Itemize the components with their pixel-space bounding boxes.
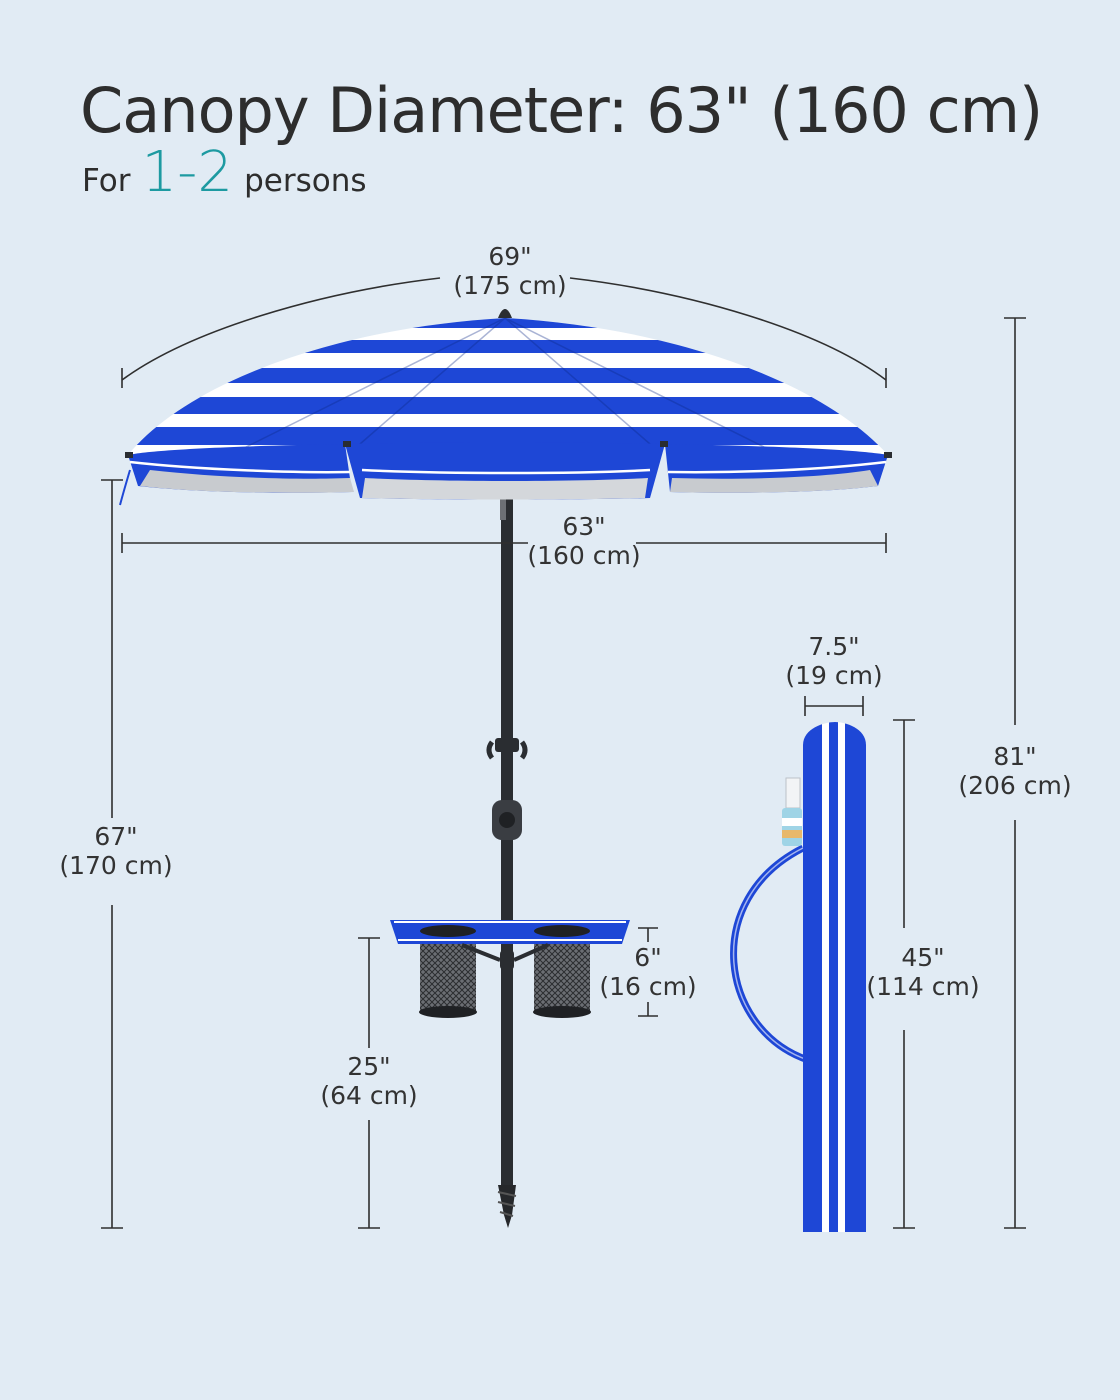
dim-label-table-height: 25" (64 cm) xyxy=(304,1052,434,1110)
dim-label-arc-width: 69" (175 cm) xyxy=(440,242,580,300)
dim-arc-right-line xyxy=(569,277,887,381)
pole-hook-icon xyxy=(486,738,528,760)
subtitle-suffix: persons xyxy=(244,163,367,199)
dim-canopy-width-cm: (160 cm) xyxy=(527,541,641,570)
dim-label-bag-width: 7.5" (19 cm) xyxy=(769,632,899,690)
dim-total-height-cm: (206 cm) xyxy=(958,771,1072,800)
dim-arc-left-line xyxy=(121,277,441,381)
dim-label-cup-depth: 6" (16 cm) xyxy=(592,943,704,1001)
dim-under-canopy-in: 67" xyxy=(94,822,138,851)
dim-bag-width-cm: (19 cm) xyxy=(785,661,883,690)
dim-bag-length-cm: (114 cm) xyxy=(866,972,980,1001)
dim-under-canopy-cm: (170 cm) xyxy=(59,851,173,880)
dim-arc-width-in: 69" xyxy=(488,242,532,271)
subtitle-persons-count: 1-2 xyxy=(141,140,233,205)
dim-arc-width-cm: (175 cm) xyxy=(453,271,567,300)
dim-cup-depth-cm: (16 cm) xyxy=(599,972,697,1001)
dim-cup-depth-in: 6" xyxy=(634,943,662,972)
cup-holder-table xyxy=(390,920,630,1018)
umbrella-pole xyxy=(486,470,528,1228)
dim-label-canopy-width: 63" (160 cm) xyxy=(514,512,654,570)
dim-table-height-cm: (64 cm) xyxy=(320,1081,418,1110)
dimension-lines xyxy=(101,277,1026,1229)
tilt-joint-icon xyxy=(492,800,522,840)
carry-bag xyxy=(730,722,866,1232)
dim-label-total-height: 81" (206 cm) xyxy=(945,742,1085,800)
page-title: Canopy Diameter: 63" (160 cm) xyxy=(80,74,1043,147)
dim-table-height-in: 25" xyxy=(347,1052,391,1081)
page-subtitle: For 1-2 persons xyxy=(82,140,367,205)
subtitle-prefix: For xyxy=(82,163,131,199)
dim-label-bag-length: 45" (114 cm) xyxy=(858,943,988,1001)
dim-bag-length-in: 45" xyxy=(901,943,945,972)
dim-bag-width-in: 7.5" xyxy=(808,632,860,661)
dim-total-height-in: 81" xyxy=(993,742,1037,771)
umbrella-canopy xyxy=(119,309,892,506)
dim-label-under-canopy: 67" (170 cm) xyxy=(46,822,186,880)
dim-canopy-width-in: 63" xyxy=(562,512,606,541)
